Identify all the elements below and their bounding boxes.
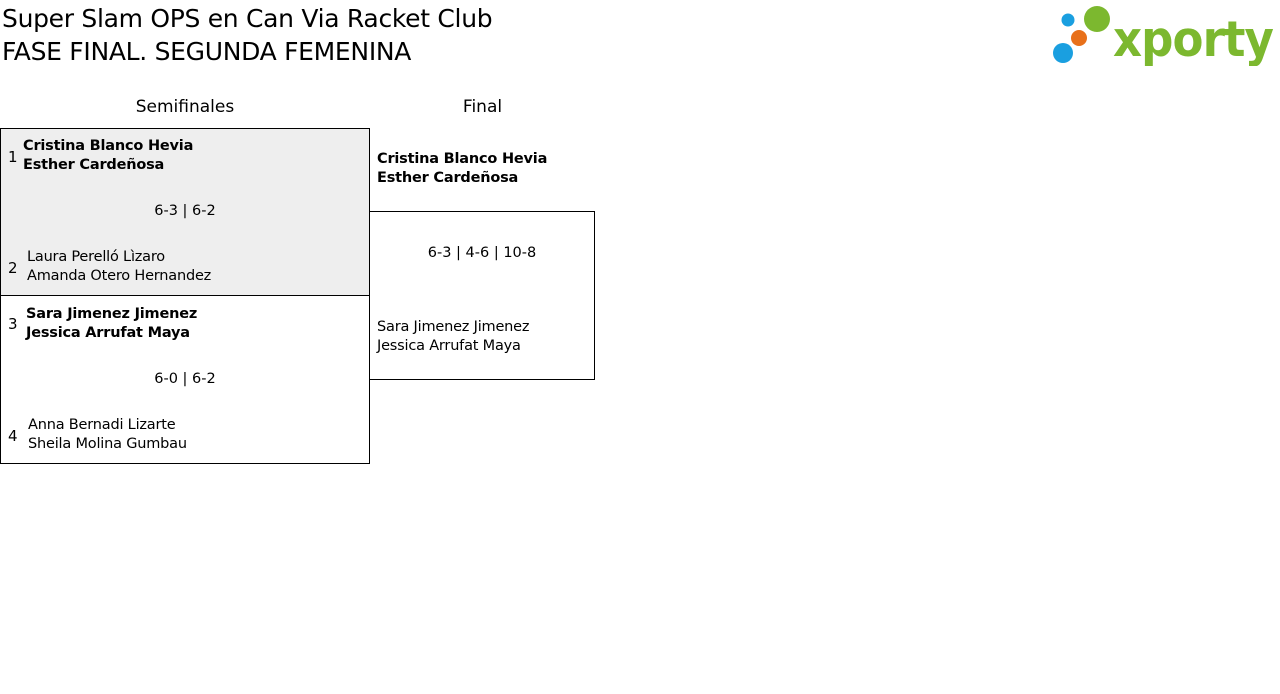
semifinal-1-match[interactable]: 1 Cristina Blanco Hevia Esther Cardeñosa… <box>0 128 370 296</box>
player-name: Anna Bernadi Lizarte <box>28 417 176 433</box>
player-name: Cristina Blanco Hevia <box>377 151 548 167</box>
xporty-logo[interactable]: xporty <box>1050 4 1276 66</box>
semifinal-1-top-team: Cristina Blanco Hevia Esther Cardeñosa <box>23 137 193 175</box>
logo-dot-blue-large <box>1053 43 1073 63</box>
logo-wordmark: xporty <box>1113 11 1274 66</box>
semifinal-2-score: 6-0 | 6-2 <box>154 371 216 387</box>
player-name: Cristina Blanco Hevia <box>23 138 194 154</box>
final-bottom-team: Sara Jimenez Jimenez Jessica Arrufat May… <box>377 318 530 356</box>
player-name: Sara Jimenez Jimenez <box>377 319 530 335</box>
seed-number: 4 <box>8 427 18 445</box>
player-name: Esther Cardeñosa <box>23 157 165 173</box>
semifinal-2-bottom-team: Anna Bernadi Lizarte Sheila Molina Gumba… <box>28 416 187 454</box>
final-score: 6-3 | 4-6 | 10-8 <box>427 245 537 261</box>
player-name: Sara Jimenez Jimenez <box>26 306 198 322</box>
seed-number: 3 <box>8 315 18 333</box>
player-name: Amanda Otero Hernandez <box>27 268 212 284</box>
semifinal-2-match[interactable]: 3 Sara Jimenez Jimenez Jessica Arrufat M… <box>0 295 370 464</box>
round-header-final: Final <box>462 97 503 117</box>
player-name: Laura Perelló Lìzaro <box>27 249 165 265</box>
logo-dot-orange <box>1071 30 1087 46</box>
tournament-title: Super Slam OPS en Can Via Racket Club <box>2 4 493 33</box>
seed-number: 1 <box>8 148 18 166</box>
player-name: Sheila Molina Gumbau <box>28 436 187 452</box>
phase-subtitle: FASE FINAL. SEGUNDA FEMENINA <box>2 37 412 66</box>
semifinal-1-bottom-team: Laura Perelló Lìzaro Amanda Otero Hernan… <box>27 248 211 286</box>
logo-dot-blue-small <box>1061 13 1075 27</box>
final-match[interactable]: 6-3 | 4-6 | 10-8 Sara Jimenez Jimenez Je… <box>369 211 595 380</box>
player-name: Jessica Arrufat Maya <box>26 325 190 341</box>
seed-number: 2 <box>8 259 18 277</box>
player-name: Esther Cardeñosa <box>377 170 519 186</box>
semifinal-2-top-team: Sara Jimenez Jimenez Jessica Arrufat May… <box>26 305 197 343</box>
player-name: Jessica Arrufat Maya <box>377 338 521 354</box>
semifinal-1-score: 6-3 | 6-2 <box>154 203 216 219</box>
page-title-block: Super Slam OPS en Can Via Racket Club FA… <box>2 2 493 68</box>
final-top-team: Cristina Blanco Hevia Esther Cardeñosa <box>377 150 547 188</box>
round-header-semifinals: Semifinales <box>135 97 235 117</box>
logo-dot-green-large <box>1084 6 1110 32</box>
